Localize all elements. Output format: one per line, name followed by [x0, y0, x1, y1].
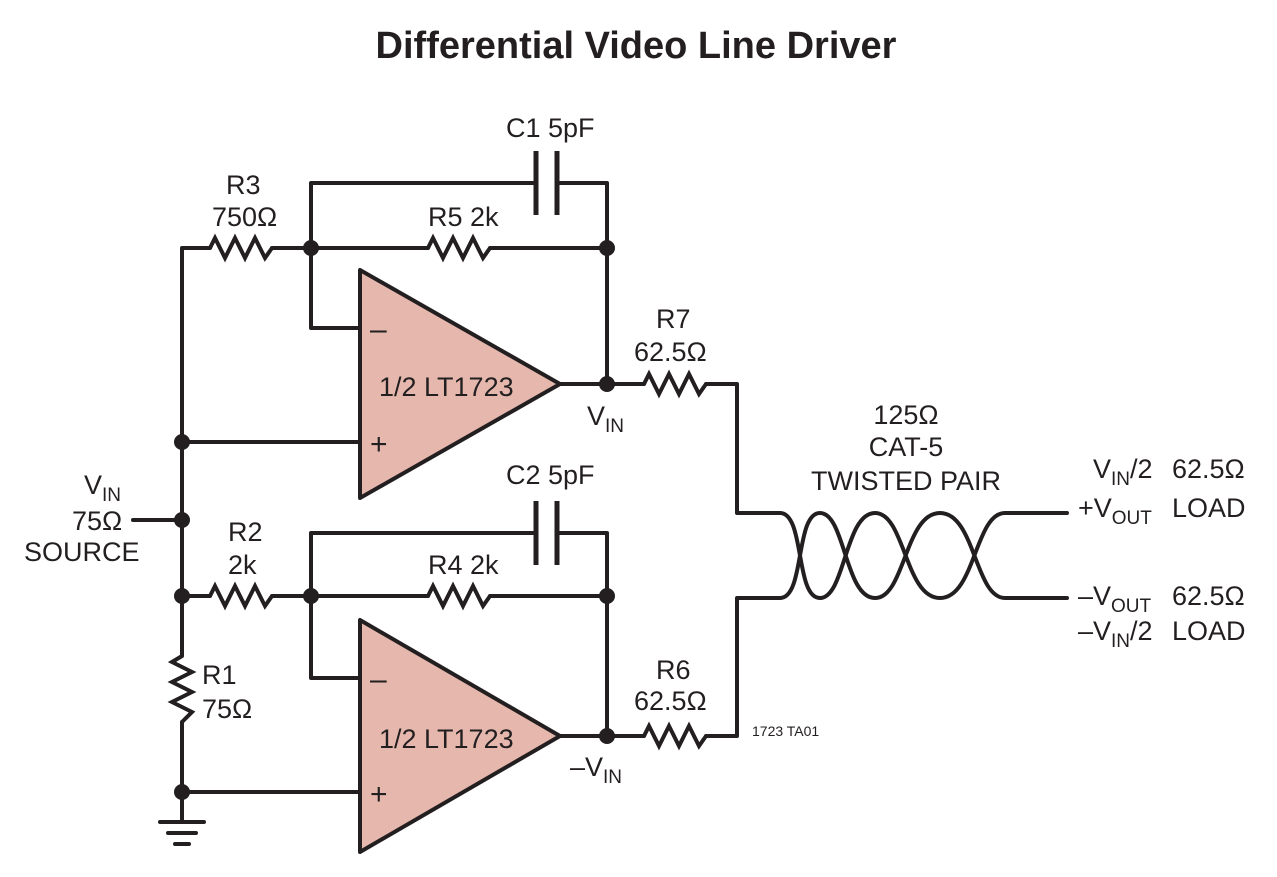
op-amp-bottom-minus: –: [370, 663, 387, 696]
source-label: SOURCE: [24, 537, 140, 567]
resistor-r7: [642, 369, 708, 399]
r5-label: R5 2k: [428, 202, 499, 232]
capacitor-c2: [533, 501, 560, 565]
top-output-node-label: VIN: [587, 401, 624, 437]
ground-icon: [158, 820, 206, 846]
bottom-output-node-label: –VIN: [570, 752, 622, 788]
r2-name-label: R2: [228, 517, 263, 547]
cable-type-label: CAT-5: [869, 432, 944, 462]
bottom-load-label: LOAD: [1172, 616, 1246, 646]
op-amp-bottom: [358, 618, 562, 854]
resistor-r4: [426, 581, 492, 611]
junction-dots: [174, 240, 615, 800]
r7-value-label: 62.5Ω: [634, 337, 707, 367]
r1-value-label: 75Ω: [202, 694, 252, 724]
op-amp-bottom-label: 1/2 LT1723: [379, 724, 514, 754]
op-amp-top: [358, 268, 562, 500]
cable-impedance-label: 125Ω: [873, 400, 938, 430]
r3-name-label: R3: [226, 170, 261, 200]
top-load-value-label: 62.5Ω: [1172, 454, 1245, 484]
r6-value-label: 62.5Ω: [634, 686, 707, 716]
top-load-label: LOAD: [1172, 493, 1246, 523]
cable-desc-label: TWISTED PAIR: [811, 466, 1001, 496]
resistor-r3: [208, 233, 274, 263]
bottom-stage-wiring: [131, 518, 782, 824]
source-impedance-label: 75Ω: [72, 506, 122, 536]
r6-name-label: R6: [656, 655, 691, 685]
figure-code: 1723 TA01: [752, 723, 819, 739]
top-half-vin-label: VIN/2: [1093, 454, 1153, 490]
op-amp-top-minus: –: [370, 313, 387, 346]
twisted-pair-cable: [778, 511, 1069, 600]
bottom-half-vin-label: –VIN/2: [1078, 616, 1153, 652]
resistor-r1: [167, 654, 197, 724]
op-amp-top-plus: +: [370, 428, 388, 461]
r4-label: R4 2k: [428, 550, 499, 580]
top-vout-label: +VOUT: [1078, 493, 1152, 529]
r2-value-label: 2k: [228, 550, 257, 580]
r1-name-label: R1: [202, 660, 237, 690]
c1-label: C1 5pF: [506, 113, 595, 143]
source-vin-label: VIN: [84, 470, 121, 506]
resistor-r5: [426, 233, 492, 263]
op-amp-bottom-plus: +: [370, 778, 388, 811]
op-amp-top-label: 1/2 LT1723: [379, 372, 514, 402]
top-stage-wiring: [180, 181, 782, 522]
resistor-r6: [642, 721, 708, 751]
bottom-load-value-label: 62.5Ω: [1172, 581, 1245, 611]
c2-label: C2 5pF: [506, 460, 595, 490]
bottom-vout-label: –VOUT: [1078, 581, 1152, 617]
r3-value-label: 750Ω: [212, 202, 277, 232]
resistor-r2: [208, 581, 274, 611]
r7-name-label: R7: [656, 304, 691, 334]
diagram-title: Differential Video Line Driver: [376, 25, 897, 67]
capacitor-c1: [533, 151, 560, 215]
